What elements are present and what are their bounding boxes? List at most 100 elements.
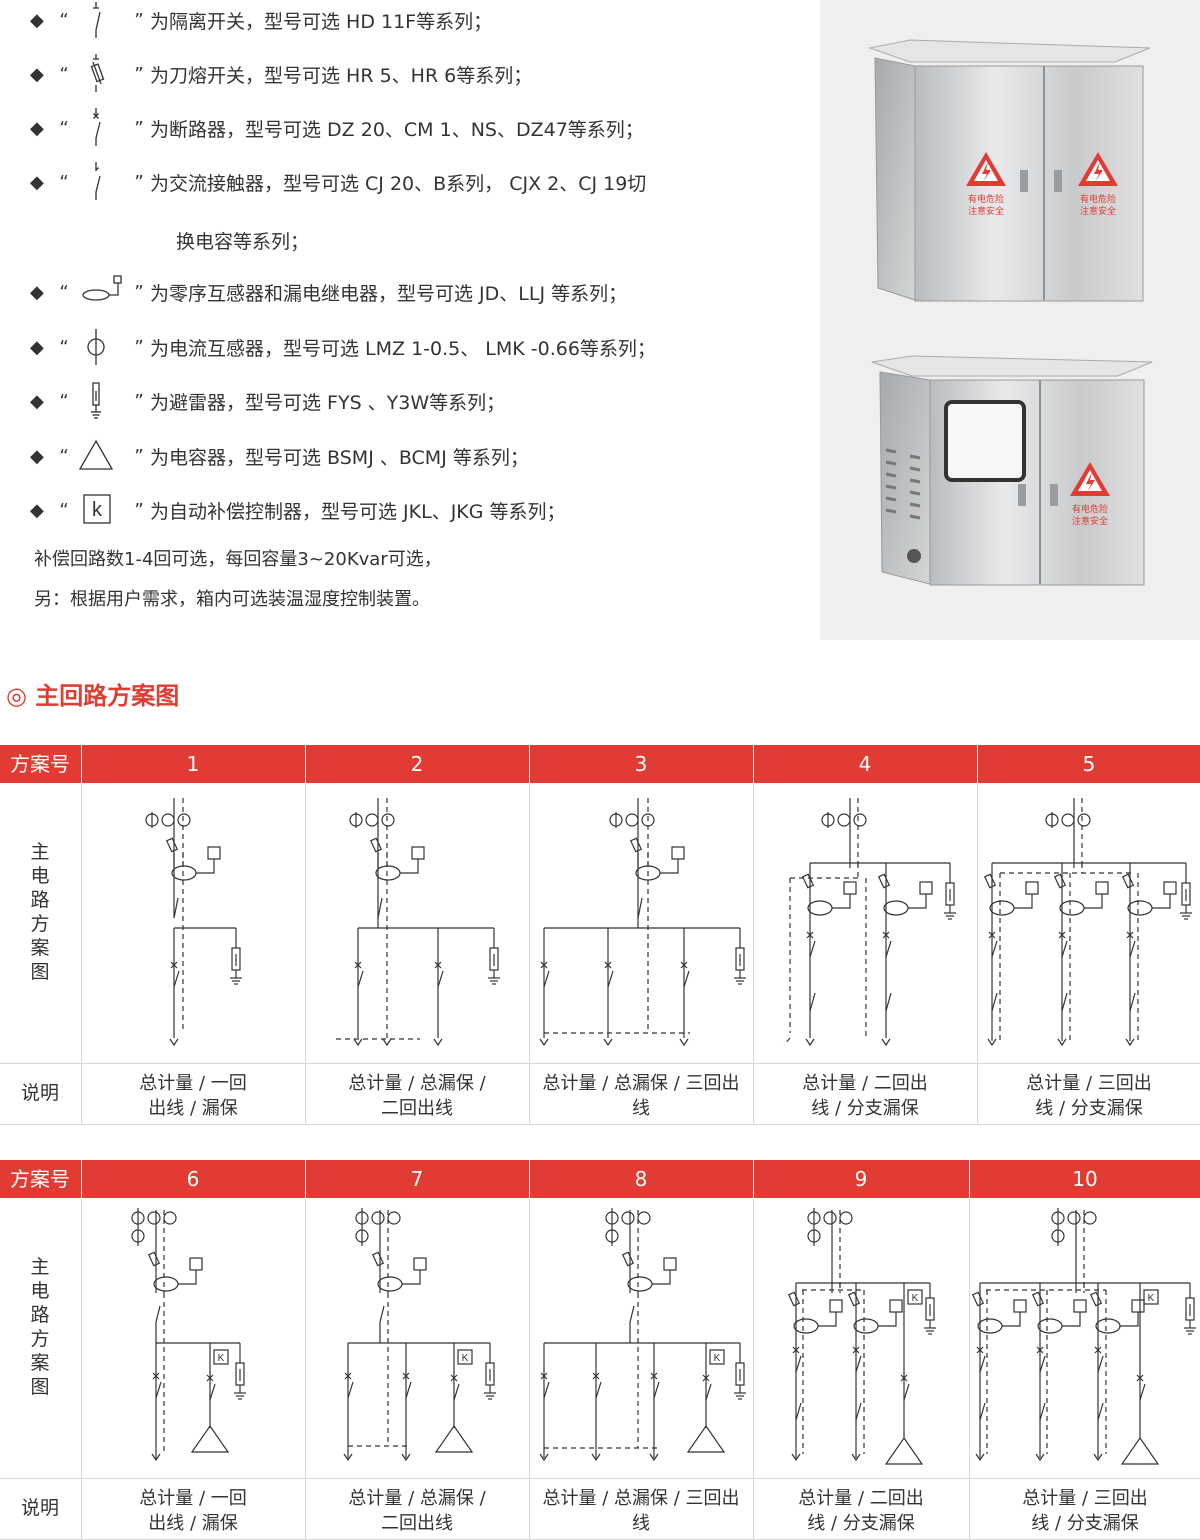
relay-wire (196, 859, 215, 874)
zero-sequence-ct-symbol (627, 1276, 653, 1292)
switch-blade (173, 897, 179, 919)
fuse-symbol (877, 873, 891, 889)
switch-blade (885, 940, 892, 958)
fuse-symbol (371, 1251, 385, 1267)
breaker-mark (152, 1372, 160, 1380)
controller-k-letter: K (912, 1293, 919, 1304)
switch-blade (377, 897, 383, 919)
scheme-description: 总计量 / 总漏保 /二回出线 (306, 1486, 528, 1536)
warning-label-line2: 注意安全 (1080, 205, 1116, 217)
header-divider (529, 1160, 530, 1198)
fuse-symbol (787, 1291, 801, 1307)
fuse-symbol (1053, 873, 1067, 889)
scheme-description: 总计量 / 三回出线 / 分支漏保 (978, 1071, 1200, 1121)
quote-close: ” (134, 171, 144, 193)
header-divider (753, 1160, 754, 1198)
description-line: 总计量 / 三回出 (1022, 1488, 1148, 1509)
scheme-number: 4 (858, 752, 872, 776)
scheme-description: 总计量 / 总漏保 / 三回出线 (530, 1486, 752, 1536)
switch-blade (885, 992, 892, 1012)
current-transformer-symbol (837, 813, 851, 827)
scheme-description: 总计量 / 总漏保 /二回出线 (306, 1071, 528, 1121)
scheme-number: 3 (634, 752, 648, 776)
breaker-mark (1094, 1346, 1102, 1354)
current-transformer-symbol (853, 813, 867, 827)
switch-blade (173, 970, 180, 988)
relay-symbol (1013, 1299, 1027, 1313)
outgoing-arrow (382, 1038, 392, 1047)
quote-open: “ (59, 9, 69, 31)
relay-symbol (413, 1257, 427, 1271)
cabinet-photo-1: 有电危险 注意安全 有电危险 注意安全 (868, 39, 1151, 302)
diamond-bullet: ◆ (30, 390, 44, 412)
diagram-row-label-text: 主电路方案图 (30, 841, 50, 983)
description-line: 线 / 分支漏保 (1031, 1513, 1139, 1534)
section-title: ◎ 主回路方案图 (6, 682, 180, 710)
switch-blade (1061, 992, 1068, 1012)
zero-sequence-ct-symbol (1059, 900, 1085, 916)
relay-wire (1014, 894, 1033, 909)
outgoing-arrow (1125, 1038, 1135, 1047)
fuse-symbol (983, 873, 997, 889)
scheme-number: 5 (1082, 752, 1096, 776)
switch-blade (979, 1355, 986, 1373)
outgoing-arrow (169, 1038, 179, 1047)
controller-k-letter: K (1148, 1293, 1155, 1304)
current-transformer-symbol (839, 1211, 853, 1225)
switch-blade (683, 970, 690, 988)
outgoing-arrow (401, 1453, 411, 1462)
relay-symbol (919, 881, 933, 895)
quote-open: “ (59, 171, 69, 193)
description-row-label: 说明 (20, 1497, 59, 1519)
breaker-mark (540, 1372, 548, 1380)
outgoing-arrow (591, 1453, 601, 1462)
outgoing-arrow (603, 1038, 613, 1047)
scheme-number: 8 (634, 1167, 648, 1191)
column-divider (969, 1198, 970, 1540)
switch-blade (637, 897, 643, 919)
switch-blade (855, 1402, 862, 1421)
description-line: 线 / 分支漏保 (811, 1098, 919, 1119)
legend-text: 为断路器，型号可选 DZ 20、CM 1、NS、DZ47等系列； (150, 118, 644, 141)
capacitor-symbol (884, 1436, 924, 1465)
capacitor-symbol (190, 1424, 230, 1453)
legend-text: 为电流互感器，型号可选 LMZ 1-0.5、 LMK -0.66等系列； (150, 337, 656, 360)
relay-symbol (671, 846, 685, 860)
zero-sequence-ct-symbol (989, 900, 1015, 916)
zero-sequence-ct-symbol (883, 900, 909, 916)
column-divider (81, 1198, 82, 1540)
legend-row-capacitor: ◆ “ ” 为电容器，型号可选 BSMJ 、BCMJ 等系列； (30, 436, 529, 476)
relay-wire (400, 859, 419, 874)
humidity-note: 另：根据用户需求，箱内可选装温湿度控制装置。 (34, 589, 430, 610)
diamond-bullet: ◆ (30, 336, 44, 358)
relay-wire (1120, 1312, 1139, 1327)
column-divider (753, 783, 754, 1125)
outgoing-arrow (151, 1453, 161, 1462)
diamond-bullet: ◆ (30, 445, 44, 467)
scheme-table-1: 方案号 1 2 3 4 5 主电路方案图 说明 总计量 / 一回出线 / 漏保 … (0, 745, 1200, 1125)
controller-symbol (213, 1349, 229, 1365)
current-transformer-symbol (1061, 813, 1075, 827)
outgoing-arrow (881, 1038, 891, 1047)
diamond-bullet: ◆ (30, 9, 44, 31)
quote-close: ” (134, 63, 144, 85)
relay-symbol (189, 1257, 203, 1271)
description-line: 线 / 分支漏保 (807, 1513, 915, 1534)
description-line: 出线 / 漏保 (148, 1513, 238, 1534)
current-transformer-symbol (365, 813, 379, 827)
description-line: 二回出线 (381, 1513, 453, 1534)
switch-blade (543, 970, 550, 988)
breaker-mark (434, 961, 442, 969)
zero-sequence-ct-symbol (1095, 1318, 1121, 1334)
switch-blade (1097, 1402, 1104, 1421)
quote-close: ” (134, 117, 144, 139)
breaker-mark (680, 961, 688, 969)
scheme-number: 10 (1072, 1167, 1098, 1191)
column-divider (305, 1198, 306, 1540)
switch-blade (1129, 940, 1136, 958)
scheme-number: 2 (410, 752, 424, 776)
description-line: 总计量 / 总漏保 / (348, 1073, 486, 1094)
breaker-mark (170, 961, 178, 969)
header-divider (305, 745, 306, 783)
relay-symbol (1025, 881, 1039, 895)
